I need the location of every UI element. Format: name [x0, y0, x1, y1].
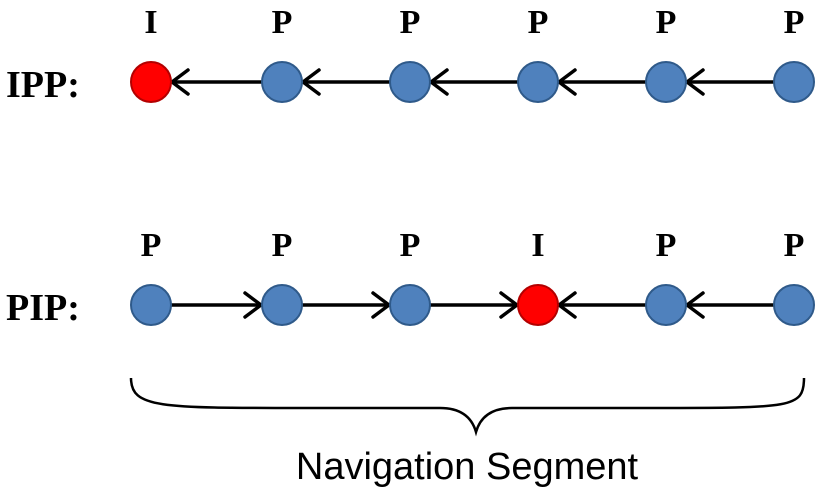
- p-frame-node: [645, 61, 687, 103]
- p-frame-node: [389, 284, 431, 326]
- frame-type-label: P: [656, 227, 677, 264]
- segment-brace: [129, 377, 806, 437]
- p-frame-node: [130, 284, 172, 326]
- frame-type-label: I: [531, 227, 544, 264]
- row-label-ipp: IPP:: [6, 64, 80, 106]
- frame-type-label: P: [400, 227, 421, 264]
- frame-type-label: P: [528, 4, 549, 41]
- segment-caption: Navigation Segment: [296, 446, 639, 488]
- frame-type-label: P: [141, 227, 162, 264]
- p-frame-node: [773, 61, 815, 103]
- p-frame-node: [389, 61, 431, 103]
- frame-type-label: P: [656, 4, 677, 41]
- p-frame-node: [773, 284, 815, 326]
- frame-type-label: P: [400, 4, 421, 41]
- frame-type-label: P: [272, 227, 293, 264]
- i-frame-node: [517, 284, 559, 326]
- i-frame-node: [130, 61, 172, 103]
- frame-type-label: P: [784, 4, 805, 41]
- frame-type-label: P: [272, 4, 293, 41]
- row-label-pip: PIP:: [6, 287, 80, 329]
- p-frame-node: [645, 284, 687, 326]
- frame-type-label: P: [784, 227, 805, 264]
- p-frame-node: [261, 61, 303, 103]
- frame-type-label: I: [144, 4, 157, 41]
- p-frame-node: [517, 61, 559, 103]
- frame-rows: I P P P P P P P P I P P: [130, 4, 815, 326]
- p-frame-node: [261, 284, 303, 326]
